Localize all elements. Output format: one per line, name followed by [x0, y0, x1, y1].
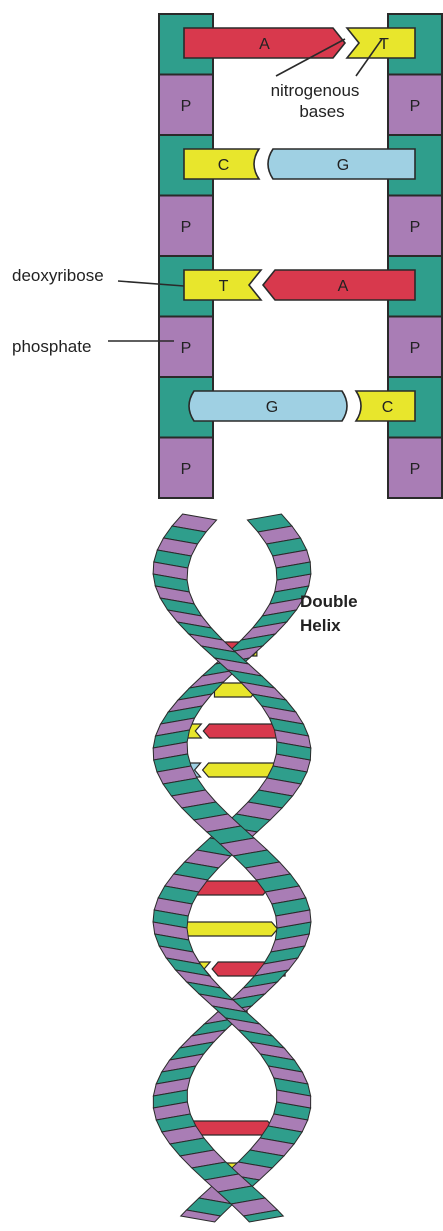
helix-cytosine-base — [180, 922, 278, 936]
base-letter-guanine: G — [266, 399, 278, 416]
double-helix: Double Helix — [153, 514, 358, 1222]
right-backbone: P P P P — [388, 14, 442, 498]
left-phosphate-symbol: P — [181, 219, 192, 236]
double-helix-title-line2: Helix — [300, 616, 341, 635]
left-phosphate-symbol: P — [181, 461, 192, 478]
right-phosphate-symbol: P — [410, 340, 421, 357]
deoxyribose-label: deoxyribose — [12, 266, 104, 285]
base-letter-guanine: G — [337, 157, 349, 174]
right-phosphate-symbol: P — [410, 219, 421, 236]
base-letter-cytosine: C — [382, 399, 394, 416]
right-phosphate-symbol: P — [410, 98, 421, 115]
base-letter-thymine: T — [219, 278, 229, 295]
left-phosphate-symbol: P — [181, 340, 192, 357]
right-phosphate-symbol: P — [410, 461, 421, 478]
base-letter-adenine: A — [338, 278, 349, 295]
base-letter-adenine: A — [259, 36, 270, 53]
base-letter-cytosine: C — [218, 157, 230, 174]
base-letter-thymine: T — [379, 36, 389, 53]
nitrogenous-label: nitrogenous — [271, 81, 360, 100]
bases-label: bases — [299, 102, 344, 121]
double-helix-title-line1: Double — [300, 592, 358, 611]
left-phosphate-symbol: P — [181, 98, 192, 115]
phosphate-label: phosphate — [12, 337, 91, 356]
left-backbone: P P P P — [159, 14, 213, 498]
